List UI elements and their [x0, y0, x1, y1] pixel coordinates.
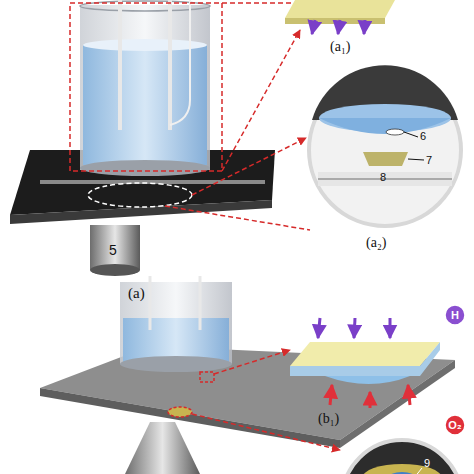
panel-label: (a)	[128, 286, 145, 301]
panel-label: (a₂)	[366, 236, 386, 250]
magnifier-b2	[342, 440, 462, 474]
gas-symbol: O₂	[448, 420, 461, 431]
badge-outline	[445, 415, 465, 435]
membrane-a1	[285, 0, 395, 34]
callout-number: 7	[426, 155, 432, 166]
setup-a	[10, 0, 310, 276]
callout-number: 8	[380, 172, 386, 183]
magnifier-a2	[309, 65, 461, 226]
callout-number: 5	[109, 243, 117, 257]
panel-label: (b₁)	[318, 412, 339, 426]
badge-outline	[445, 305, 465, 325]
callout-number: 6	[420, 131, 426, 142]
membrane-b1	[290, 318, 440, 408]
gas-badge: H	[444, 304, 466, 326]
panel-label: (a₁)	[330, 40, 350, 54]
gas-symbol: H	[451, 310, 459, 321]
callout-number: 9	[424, 458, 430, 469]
gas-badge: O₂	[444, 414, 466, 436]
